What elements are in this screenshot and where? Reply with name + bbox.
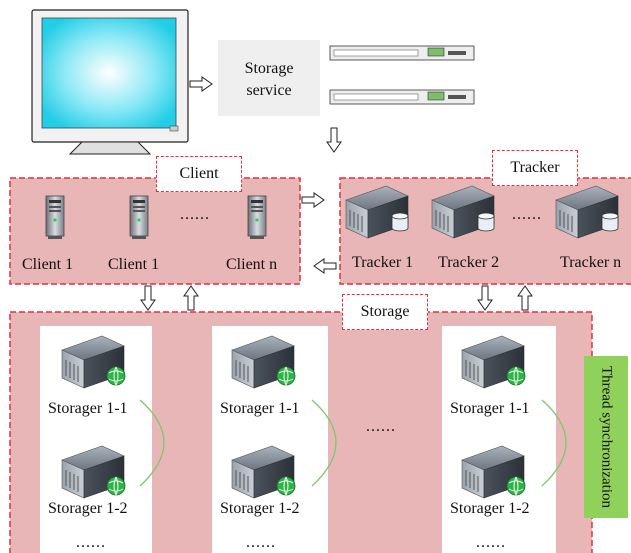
arrow-storage-to-client [183, 285, 199, 311]
client-ellipsis: ...... [180, 206, 210, 223]
tracker-ellipsis: ...... [512, 206, 542, 223]
storager-label: Storager 1-1 [450, 400, 530, 417]
storager-label: Storager 1-2 [450, 500, 530, 517]
arrow-tracker-to-client [313, 258, 337, 274]
arrow-client-to-storage [140, 285, 156, 311]
arrow-to-storage-service [189, 76, 213, 92]
tracker-tag: Tracker [492, 150, 578, 186]
thread-synchronization-box: Thread synchronization [584, 356, 628, 518]
sync-arc [541, 399, 567, 487]
storager-ellipsis: ...... [76, 534, 106, 551]
arrow-storage-to-tracker [517, 285, 533, 311]
storager-label: Storager 1-2 [48, 500, 128, 517]
arrow-tracker-to-storage [477, 285, 493, 311]
rack-server-icon [329, 45, 475, 61]
client-computer-icon [129, 195, 149, 240]
client-computer-icon [247, 195, 267, 240]
storage-service-box [218, 40, 320, 116]
arrow-client-to-tracker [301, 192, 325, 208]
client-tag: Client [156, 156, 242, 192]
client-label: Client 1 [22, 256, 74, 273]
monitor-icon [31, 9, 189, 155]
storager-ellipsis: ...... [476, 534, 506, 551]
client-computer-icon [45, 195, 65, 240]
sync-arc [311, 399, 337, 487]
storager-label: Storager 1-1 [48, 400, 128, 417]
client-label: Client n [226, 256, 278, 273]
tracker-label: Tracker 2 [438, 254, 500, 271]
storager-label: Storager 1-2 [220, 500, 300, 517]
thread-synchronization-label: Thread synchronization [598, 365, 615, 509]
tracker-label: Tracker n [560, 254, 622, 271]
storager-label: Storager 1-1 [220, 400, 300, 417]
storage-service-label: Storage service [244, 60, 294, 99]
tracker-label: Tracker 1 [352, 254, 414, 271]
arrow-down-to-tracker [326, 127, 342, 153]
client-label: Client 1 [108, 256, 160, 273]
rack-server-icon [329, 89, 475, 105]
groups-ellipsis: ...... [366, 418, 396, 435]
sync-arc [139, 399, 165, 487]
storage-tag: Storage [342, 294, 428, 330]
storager-ellipsis: ...... [246, 534, 276, 551]
